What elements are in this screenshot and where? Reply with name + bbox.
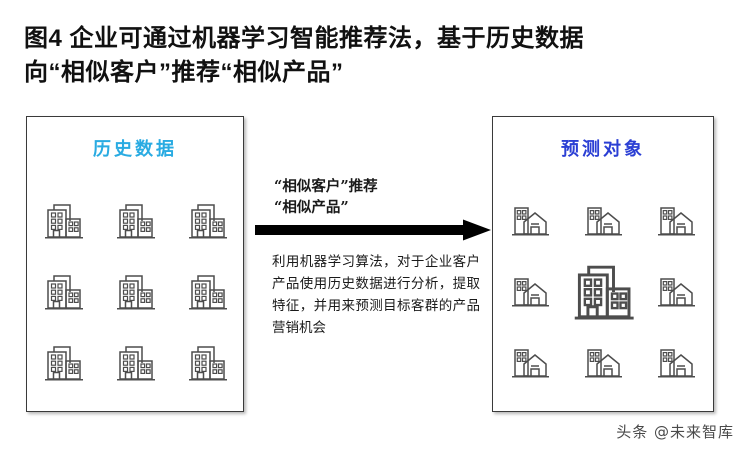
office-building-icon	[171, 328, 243, 399]
history-data-heading: 历史数据	[93, 139, 177, 160]
office-building-icon	[27, 328, 99, 399]
house-building-icon	[640, 185, 713, 256]
right-arrow-icon	[255, 219, 491, 241]
page-title: 图4 企业可通过机器学习智能推荐法，基于历史数据 向“相似客户”推荐“相似产品”	[24, 25, 585, 87]
prediction-target-icon-grid	[493, 185, 713, 399]
house-building-icon	[566, 185, 639, 256]
flow-description: 利用机器学习算法，对于企业客户产品使用历史数据进行分析，提取特征，并用来预测目标…	[272, 254, 480, 336]
prediction-target-heading: 预测对象	[561, 139, 645, 160]
history-data-panel: 历史数据	[26, 116, 244, 412]
house-building-icon	[493, 185, 566, 256]
office-building-icon	[171, 256, 243, 327]
arrow-label: “相似客户”推荐 “相似产品”	[274, 178, 378, 217]
office-building-icon	[99, 185, 171, 256]
office-building-icon	[27, 185, 99, 256]
office-building-icon	[171, 185, 243, 256]
house-building-icon	[640, 256, 713, 327]
house-building-icon	[566, 328, 639, 399]
history-icon-grid	[27, 185, 243, 399]
office-building-icon	[27, 256, 99, 327]
house-building-icon	[640, 328, 713, 399]
watermark: 头条 @未来智库	[616, 423, 734, 441]
office-building-icon	[99, 328, 171, 399]
office-building-highlight-icon	[566, 256, 639, 327]
house-building-icon	[493, 328, 566, 399]
prediction-target-panel: 预测对象	[492, 116, 714, 412]
office-building-icon	[99, 256, 171, 327]
house-building-icon	[493, 256, 566, 327]
